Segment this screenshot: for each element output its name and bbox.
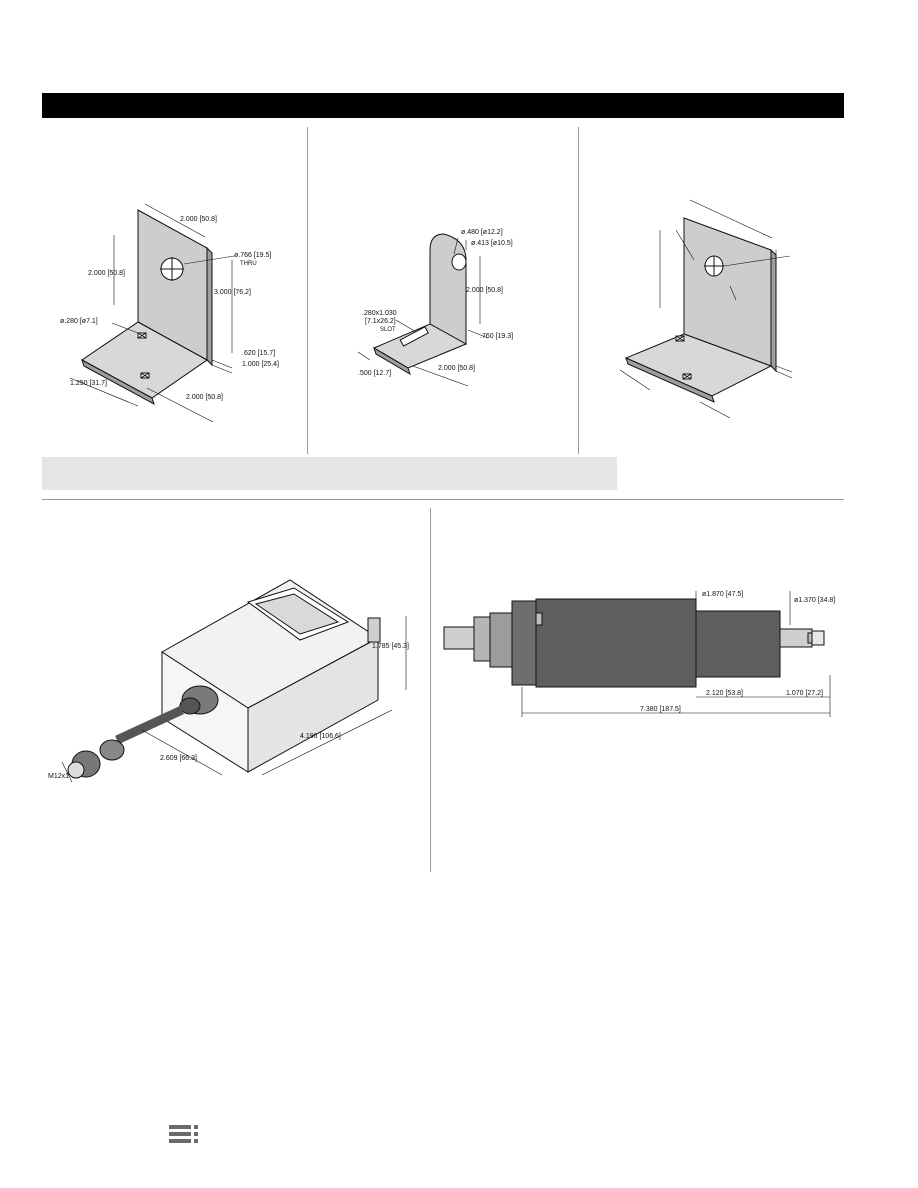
bracket-a-hole-dia: ø.766 [19.5] xyxy=(234,252,271,259)
bracket-b-slot-size: .280x1.030 xyxy=(362,310,397,317)
bracket-b-base-depth: .500 [12.7] xyxy=(358,370,391,377)
sensor-body-dia: ø1.870 [47.5] xyxy=(702,591,743,598)
bracket-a-slot-dia: ø.280 [ø7.1] xyxy=(60,318,98,325)
sensor-drawing: ø1.870 [47.5] ø1.370 [34.8] 2.120 [53.8]… xyxy=(443,591,835,717)
bracket-b-slot-metric: [7.1x26.2] xyxy=(365,318,396,325)
bracket-a-upright-height: 2.000 [50.8] xyxy=(88,270,125,277)
bracket-a-overall-height: 3.000 [76.2] xyxy=(214,289,251,296)
controller-drawing: 1.785 [45.3] 4.196 [106.6] 2.609 [66.3] … xyxy=(48,579,409,783)
section-subheader-band xyxy=(42,457,617,490)
bracket-a-drawing: 2.000 [50.8] 2.000 [50.8] ø.766 [19.5] T… xyxy=(60,203,279,423)
sensor-overall-len: 7.380 [187.5] xyxy=(640,706,681,713)
bracket-b-height: 2.000 [50.8] xyxy=(466,287,503,294)
bracket-b-tube-inner: ø.413 [ø10.5] xyxy=(471,240,513,247)
bracket-a-top-width: 2.000 [50.8] xyxy=(180,216,217,223)
bracket-a-base-depth: 1.250 [31.7] xyxy=(70,380,107,387)
bracket-a-hole-note: THRU xyxy=(240,261,257,267)
column-divider-2 xyxy=(578,127,579,454)
controller-connector: M12x1 xyxy=(48,773,69,780)
controller-height: 1.785 [45.3] xyxy=(372,643,409,650)
sensor-step-len: 2.120 [53.8] xyxy=(706,690,743,697)
controller-cable: 2.609 [66.3] xyxy=(160,755,197,762)
brand-logo-icon xyxy=(169,1125,198,1143)
bracket-a-bend-a: .620 [15.7] xyxy=(242,350,275,357)
sensor-tip-dia: ø1.370 [34.8] xyxy=(794,597,835,604)
sensor-tip-len: 1.070 [27.2] xyxy=(786,690,823,697)
bracket-a-bend-b: 1.000 [25.4] xyxy=(242,361,279,368)
column-divider-3 xyxy=(430,508,431,872)
bracket-b-slot-label: SLOT xyxy=(380,327,396,333)
column-divider-1 xyxy=(307,127,308,454)
bracket-a-base-width: 2.000 [50.8] xyxy=(186,394,223,401)
section-header-bar xyxy=(42,93,844,118)
section-separator xyxy=(42,499,844,500)
bracket-b-base-width: 2.000 [50.8] xyxy=(438,365,475,372)
bracket-c-drawing xyxy=(619,199,793,419)
controller-length: 4.196 [106.6] xyxy=(300,733,341,740)
bracket-b-tube-outer: ø.480 [ø12.2] xyxy=(461,229,503,236)
bracket-b-drawing: ø.480 [ø12.2] ø.413 [ø10.5] 2.000 [50.8]… xyxy=(357,229,513,387)
bracket-b-thickness: .760 [19.3] xyxy=(480,333,513,340)
